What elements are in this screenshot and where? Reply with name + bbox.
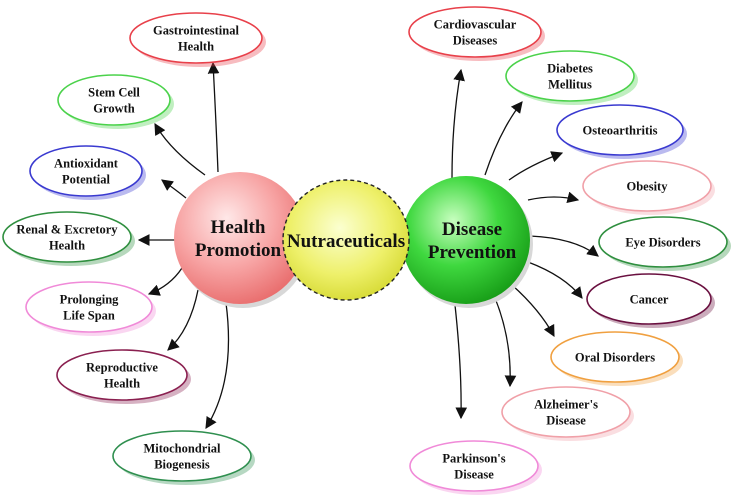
node-ellipse <box>25 281 153 333</box>
arrow-to-gastrointestinal-health <box>207 61 220 173</box>
node-ellipse <box>556 104 684 156</box>
node-ellipse <box>409 440 539 492</box>
node-label-line-1: Antioxidant <box>54 156 119 170</box>
health-promotion-circle <box>174 172 306 304</box>
node-label-line-1: Reproductive <box>86 360 158 374</box>
node-label-line-1: Stem Cell <box>88 85 140 99</box>
node-ellipse <box>56 349 188 401</box>
disease-prevention-items: CardiovascularDiseasesDiabetesMellitusOs… <box>408 6 731 495</box>
node-label-line-1: Cancer <box>630 292 669 306</box>
arrow-to-antioxidant-potential <box>161 179 187 199</box>
arrow-to-eye-disorders <box>529 235 599 257</box>
node-label-line-2: Health <box>49 238 85 252</box>
node-label-line-2: Disease <box>546 413 586 427</box>
node-label-line-2: Health <box>178 39 214 53</box>
node-label-line-1: Oral Disorders <box>575 350 655 364</box>
arrow-to-reproductive-health <box>167 289 199 351</box>
node-label-line-2: Potential <box>62 172 110 186</box>
arrow-to-alzheimer-s-disease <box>494 297 517 388</box>
node-label-line-1: Parkinson's <box>442 451 505 465</box>
arrow-to-diabetes-mellitus <box>484 101 523 176</box>
node-label-line-1: Cardiovascular <box>434 17 517 31</box>
node-ellipse <box>505 50 635 102</box>
arrow-to-oral-disorders <box>511 284 555 338</box>
node-label-line-1: Mitochondrial <box>143 441 221 455</box>
node-ellipse <box>501 386 631 438</box>
node-label-line-2: Diseases <box>453 33 498 47</box>
node-ellipse <box>598 216 728 268</box>
arrow-to-cardiovascular-diseases <box>451 68 465 179</box>
node-ellipse <box>57 74 171 126</box>
node-ellipse <box>29 145 143 197</box>
node-label-line-1: Obesity <box>627 179 669 193</box>
node-label-line-2: Disease <box>454 467 494 481</box>
arrow-to-obesity <box>527 191 580 204</box>
node-label-line-1: Renal & Excretory <box>16 222 118 236</box>
node-ellipse <box>582 160 712 212</box>
disease-prevention-label-line-2: Prevention <box>428 242 517 263</box>
node-osteoarthritis: Osteoarthritis <box>556 104 687 159</box>
node-ellipse <box>550 331 680 383</box>
arrow-to-cancer <box>527 261 583 299</box>
health-promotion-label-line-2: Promotion <box>195 240 282 261</box>
disease-prevention-hub <box>402 176 533 308</box>
node-cancer: Cancer <box>586 273 715 328</box>
arrow-to-parkinson-s-disease <box>454 304 468 420</box>
node-ellipse <box>2 211 132 263</box>
arrow-to-prolonging-life-span <box>147 267 183 296</box>
node-ellipse <box>129 12 263 64</box>
node-label-line-1: Prolonging <box>60 292 120 306</box>
node-ellipse <box>408 6 542 58</box>
node-label-line-2: Health <box>104 376 140 390</box>
node-label-line-1: Eye Disorders <box>625 235 700 249</box>
node-label-line-2: Growth <box>93 101 134 115</box>
node-label-line-1: Alzheimer's <box>534 397 598 411</box>
node-label-line-1: Osteoarthritis <box>583 123 658 137</box>
node-label-line-2: Biogenesis <box>154 457 210 471</box>
node-label-line-2: Life Span <box>63 308 115 322</box>
node-eye-disorders: Eye Disorders <box>598 216 731 271</box>
node-label-line-1: Gastrointestinal <box>153 23 239 37</box>
node-obesity: Obesity <box>582 160 715 215</box>
nutraceuticals-circle <box>282 179 410 301</box>
health-promotion-label-line-1: Health <box>211 217 266 238</box>
arrow-to-mitochondrial-biogenesis <box>205 302 230 429</box>
disease-prevention-circle <box>402 176 530 304</box>
connector-layer <box>137 61 599 429</box>
node-label-line-1: Diabetes <box>547 61 593 75</box>
node-label-line-2: Mellitus <box>548 77 592 91</box>
nutraceuticals-label: Nutraceuticals <box>287 231 405 252</box>
node-oral-disorders: Oral Disorders <box>550 331 683 386</box>
node-ellipse <box>112 430 252 482</box>
nutraceuticals-hub: Nutraceuticals <box>282 179 410 301</box>
disease-prevention-label-line-1: Disease <box>442 219 502 240</box>
arrow-to-osteoarthritis <box>508 151 564 181</box>
arrow-to-stem-cell-growth <box>154 122 206 176</box>
node-ellipse <box>586 273 712 325</box>
